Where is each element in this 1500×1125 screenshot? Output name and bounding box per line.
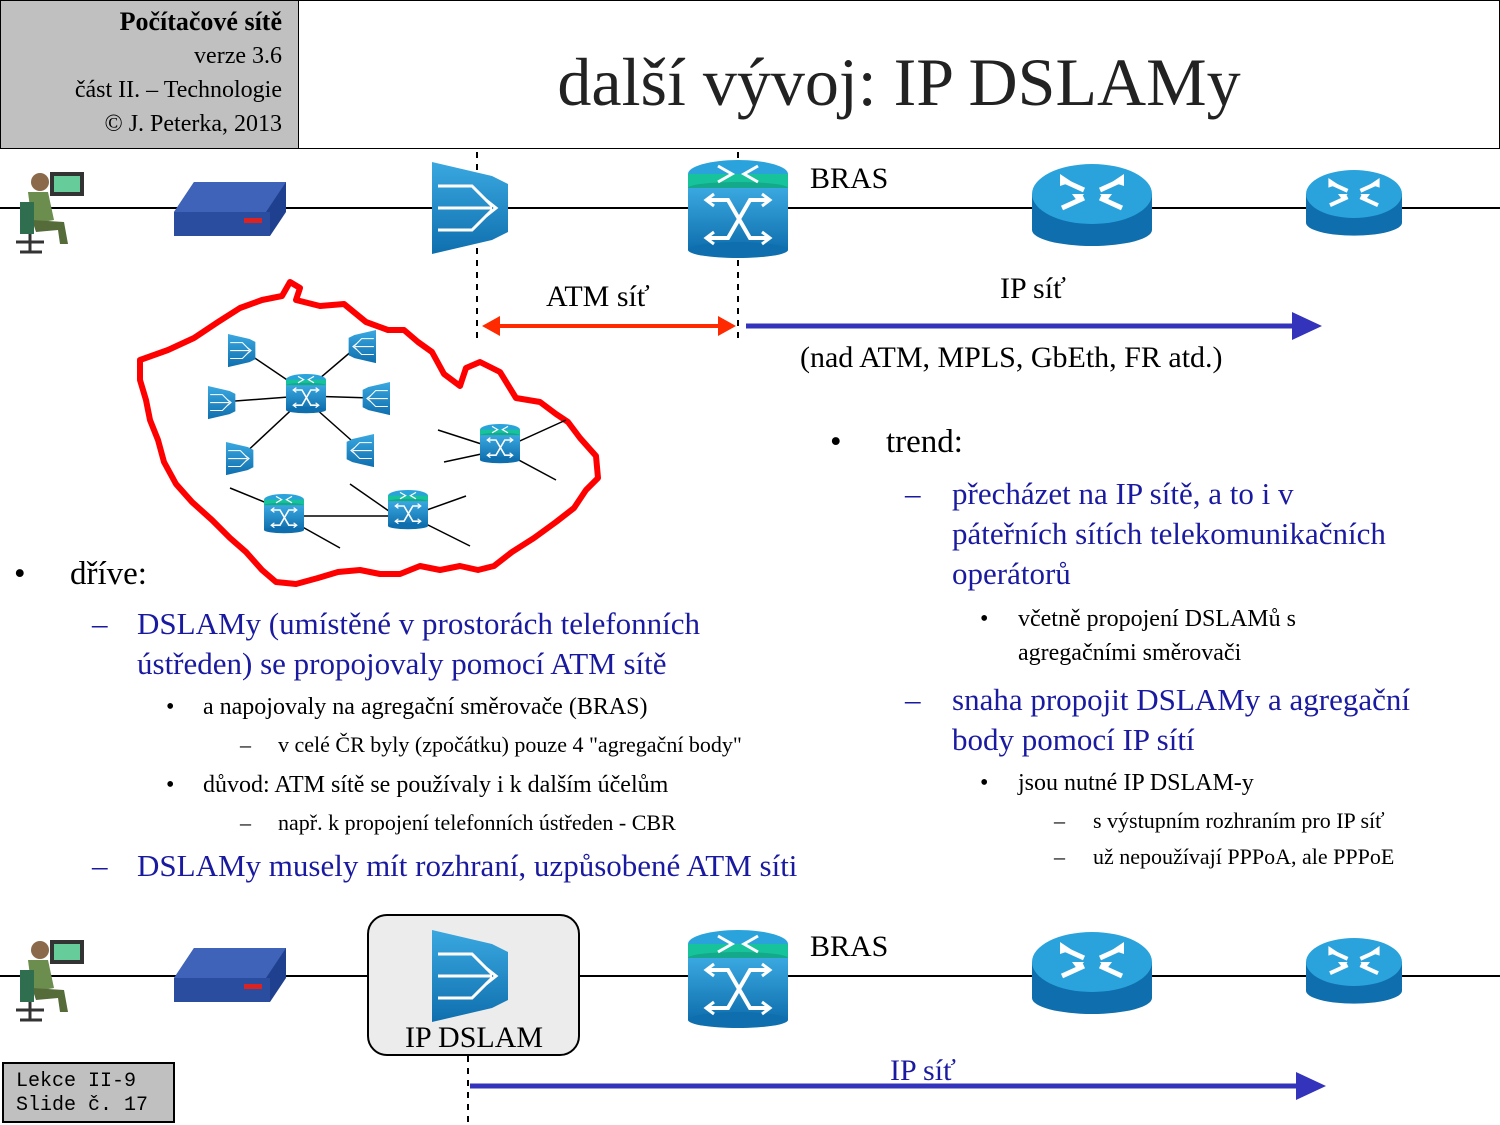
- ip-network-label-top: IP síť: [1000, 272, 1066, 305]
- bullet-dot: •: [166, 694, 175, 720]
- dash-marker: –: [92, 848, 108, 883]
- dash-marker: –: [1054, 844, 1065, 869]
- slide-title: další vývoj: IP DSLAMy: [557, 44, 1241, 120]
- left-sub1-detail: v celé ČR byly (zpočátku) pouze 4 "agreg…: [278, 732, 742, 757]
- router-icon: [1306, 938, 1402, 1004]
- dash-marker: –: [905, 476, 921, 511]
- right-item2-line1: snaha propojit DSLAMy a agregační: [952, 682, 1410, 717]
- left-item1-line2: ústředen) se propojovaly pomocí ATM sítě: [137, 646, 667, 681]
- ip-network-note: (nad ATM, MPLS, GbEth, FR atd.): [800, 341, 1223, 374]
- czech-republic-map: [137, 279, 601, 587]
- right-list-heading: trend:: [886, 424, 963, 460]
- bullet-dot: •: [14, 556, 26, 592]
- bullet-dot: •: [980, 606, 989, 632]
- left-sub1: a napojovaly na agregační směrovače (BRA…: [203, 694, 648, 720]
- slide-label: Slide č. 17: [16, 1094, 149, 1117]
- bras-atm-switch-icon: [686, 928, 790, 1030]
- dash-marker: –: [92, 606, 108, 641]
- atm-network-label: ATM síť: [546, 280, 650, 313]
- bullet-dot: •: [980, 770, 989, 796]
- right-sub2: jsou nutné IP DSLAM-y: [1018, 770, 1254, 796]
- right-item2-line2: body pomocí IP sítí: [952, 722, 1195, 757]
- router-icon: [1032, 932, 1152, 1014]
- dash-marker: –: [240, 732, 251, 757]
- course-copyright: © J. Peterka, 2013: [104, 111, 282, 137]
- course-part: část II. – Technologie: [74, 77, 282, 103]
- right-item1-line2: páteřních sítích telekomunikačních: [952, 516, 1386, 551]
- right-item1-line1: přecházet na IP sítě, a to i v: [952, 476, 1294, 511]
- ip-dslam-label: IP DSLAM: [405, 1021, 544, 1054]
- right-sub2-detail1: s výstupním rozhraním pro IP síť: [1093, 808, 1385, 833]
- dash-marker: –: [905, 682, 921, 717]
- left-item2: DSLAMy musely mít rozhraní, uzpůsobené A…: [137, 848, 798, 883]
- left-sub2-detail: např. k propojení telefonních ústředen -…: [278, 810, 676, 835]
- slide-number-box: Lekce II-9 Slide č. 17: [2, 1062, 175, 1123]
- right-item1-line3: operátorů: [952, 556, 1071, 591]
- slide-title-box: další vývoj: IP DSLAMy: [299, 0, 1500, 149]
- left-sub2: důvod: ATM sítě se používaly i k dalším …: [203, 772, 669, 798]
- bras-label-top: BRAS: [810, 162, 889, 195]
- course-version: verze 3.6: [194, 43, 282, 69]
- ip-dslam-icon: [430, 928, 510, 1024]
- course-info-box: Počítačové sítě verze 3.6 část II. – Tec…: [0, 0, 299, 149]
- lesson-label: Lekce II-9: [16, 1070, 137, 1093]
- dash-marker: –: [240, 810, 251, 835]
- left-item1-line1: DSLAMy (umístěné v prostorách telefonníc…: [137, 606, 701, 641]
- ip-dslam-box: [367, 914, 580, 1056]
- left-list-heading: dříve:: [70, 556, 147, 592]
- right-sub1-line2: agregačními směrovači: [1018, 640, 1242, 666]
- right-sub1-line1: včetně propojení DSLAMů s: [1018, 606, 1296, 632]
- user-person-icon: [14, 938, 86, 1022]
- right-sub2-detail2: už nepoužívají PPPoA, ale PPPoE: [1093, 844, 1395, 869]
- dash-marker: –: [1054, 808, 1065, 833]
- adsl-modem-icon: [174, 948, 286, 1002]
- course-title: Počítačové sítě: [119, 7, 282, 36]
- ip-network-label-bottom: IP síť: [890, 1054, 956, 1087]
- bullet-dot: •: [166, 772, 175, 798]
- bullet-dot: •: [830, 424, 842, 460]
- bras-label-bottom: BRAS: [810, 930, 889, 963]
